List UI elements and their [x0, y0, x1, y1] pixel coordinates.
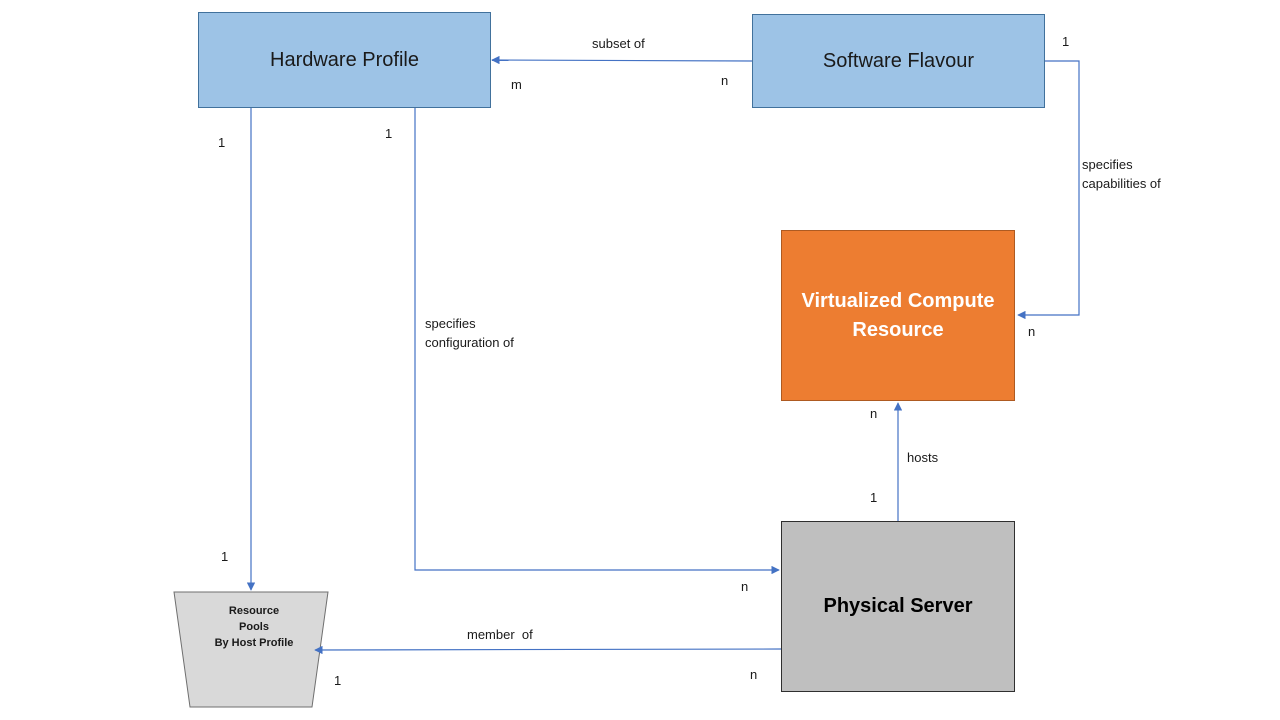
connector-member-of [314, 645, 782, 655]
configuration-label-line2: configuration of [425, 335, 514, 350]
physical-server-label: Physical Server [823, 595, 973, 617]
software-flavour-box[interactable]: Software Flavour [752, 14, 1045, 108]
member-of-source-card: n [750, 667, 758, 682]
virtualized-compute-label-line1: Virtualized Compute [801, 289, 995, 312]
hosts-target-card: n [870, 406, 878, 421]
capabilities-label-line1: specifies [1082, 157, 1133, 172]
configuration-source-card: 1 [385, 126, 393, 141]
hw-pools-source-card: 1 [218, 135, 226, 150]
physical-server-box[interactable]: Physical Server [781, 521, 1015, 692]
resource-pools-label: Resource Pools By Host Profile [184, 603, 324, 651]
capabilities-target-card: n [1028, 324, 1036, 339]
resource-pools-shape[interactable] [173, 591, 329, 708]
subset-of-label: subset of [592, 36, 645, 51]
connector-specifies-capabilities [1017, 60, 1080, 320]
connector-subset-of [491, 55, 753, 65]
resource-pools-label-line1: Resource [228, 605, 280, 617]
member-of-label: member of [467, 627, 533, 642]
hw-pools-target-card: 1 [221, 549, 229, 564]
hosts-label: hosts [907, 450, 939, 465]
virtualized-compute-label-line2: Resource [852, 318, 944, 341]
capabilities-source-card: 1 [1062, 34, 1070, 49]
virtualized-compute-box[interactable]: Virtualized Compute Resource [781, 230, 1015, 401]
subset-of-target-card: m [511, 77, 522, 92]
connector-specifies-configuration [414, 108, 780, 575]
resource-pools-label-line2: Pools [239, 621, 269, 633]
resource-pools-label-line3: By Host Profile [214, 637, 294, 649]
configuration-target-card: n [741, 579, 749, 594]
software-flavour-label: Software Flavour [822, 49, 975, 72]
hardware-profile-label: Hardware Profile [270, 48, 419, 71]
hosts-source-card: 1 [870, 490, 878, 505]
configuration-label-line1: specifies [425, 316, 476, 331]
member-of-target-card: 1 [334, 673, 342, 688]
subset-of-source-card: n [721, 73, 729, 88]
hardware-profile-box[interactable]: Hardware Profile [198, 12, 491, 108]
capabilities-label-line2: capabilities of [1082, 176, 1161, 191]
